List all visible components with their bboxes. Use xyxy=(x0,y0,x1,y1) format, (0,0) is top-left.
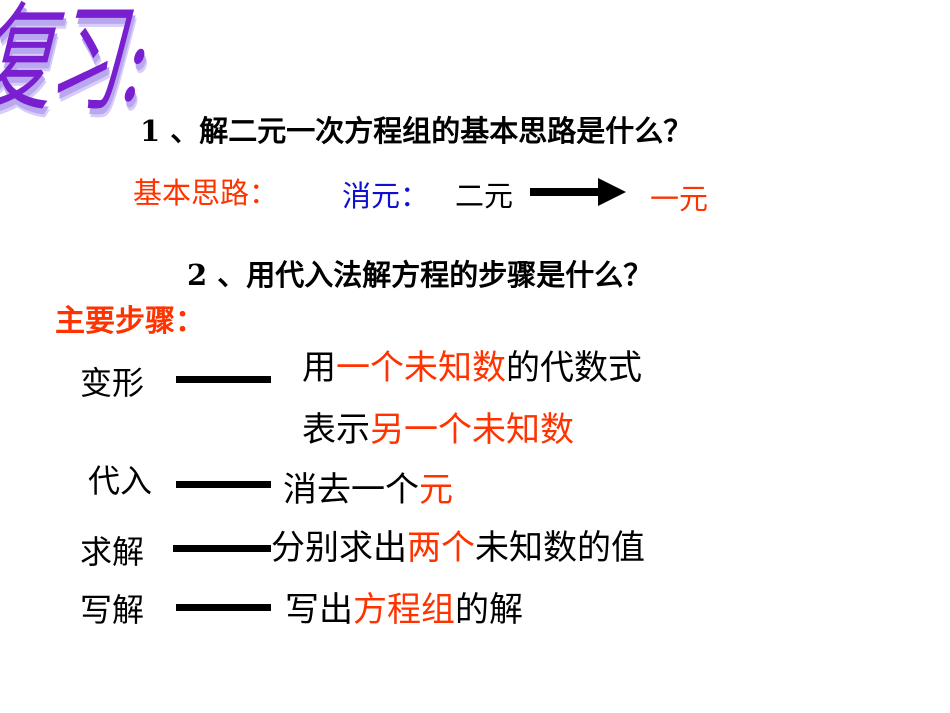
step-transform-label: 变形 xyxy=(80,364,145,402)
step-write-desc: 写出方程组的解 xyxy=(285,590,523,630)
question-2: 2 、用代入法解方程的步骤是什么？ xyxy=(187,258,653,292)
step-dash xyxy=(176,376,271,383)
elimination-label: 消元： xyxy=(342,179,430,213)
step-dash xyxy=(176,604,271,611)
step-substitute-desc: 消去一个元 xyxy=(283,470,453,510)
step-solve-label: 求解 xyxy=(80,533,145,571)
arrow-right-icon xyxy=(598,178,626,206)
arrow-shaft xyxy=(530,188,600,196)
main-steps-label: 主要步骤： xyxy=(55,304,205,339)
question-1: 1 、解二元一次方程组的基本思路是什么？ xyxy=(140,114,693,148)
review-heading: 复习: xyxy=(0,0,165,128)
two-variables-text: 二元 xyxy=(455,179,514,213)
step-write-label: 写解 xyxy=(80,591,145,629)
basic-idea-label: 基本思路： xyxy=(133,176,279,210)
step-solve-desc: 分别求出两个未知数的值 xyxy=(271,528,645,568)
step-dash xyxy=(176,481,271,488)
one-variable-text: 一元 xyxy=(650,182,709,216)
step-transform-desc-2: 表示另一个未知数 xyxy=(302,410,574,450)
step-substitute-label: 代入 xyxy=(88,462,153,500)
step-transform-desc-1: 用一个未知数的代数式 xyxy=(302,348,642,388)
step-dash xyxy=(173,545,271,552)
